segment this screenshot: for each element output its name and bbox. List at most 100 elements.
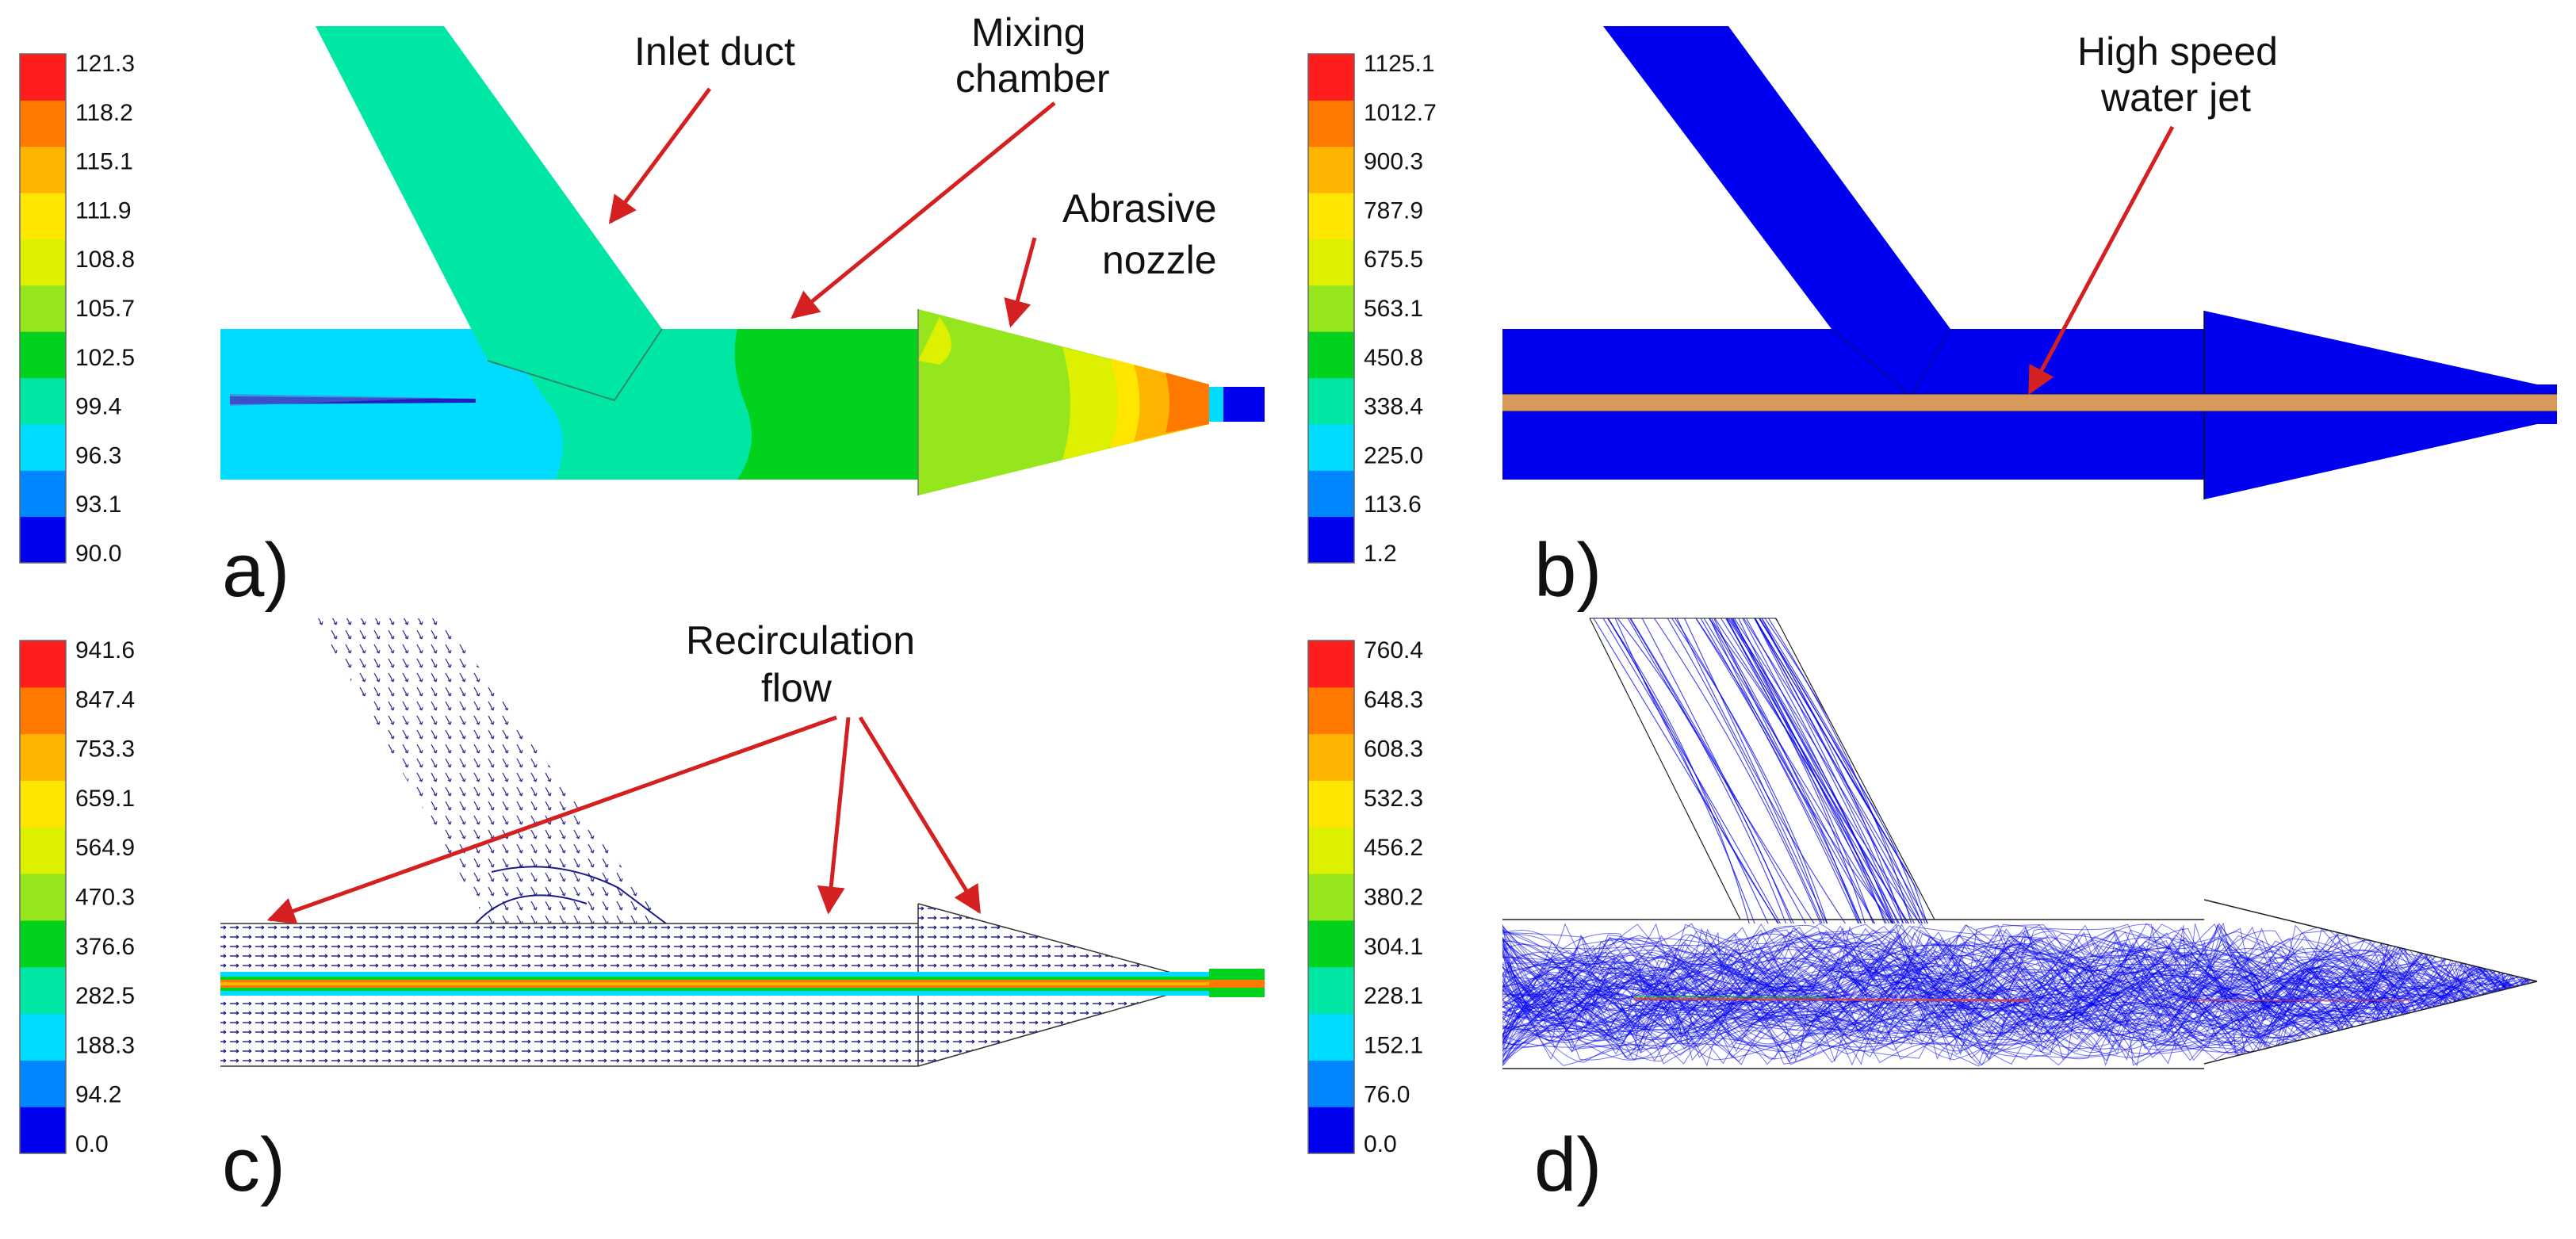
colorbar-tick-label: 648.3 — [1364, 686, 1423, 713]
colorbar-swatch — [1308, 1013, 1354, 1061]
colorbar-tick-label: 90.0 — [75, 541, 121, 567]
colorbar-swatch — [20, 239, 66, 286]
colorbar-swatch — [1308, 641, 1354, 688]
inlet-duct-label: Inlet duct — [634, 29, 795, 74]
panel-d: 760.4648.3608.3532.3456.2380.2304.1228.1… — [1307, 618, 2538, 1207]
geometry-c — [220, 618, 1265, 1067]
panel-label-d: d) — [1534, 1122, 1602, 1207]
colorbar-swatch — [20, 146, 66, 193]
colorbar-swatch — [20, 641, 66, 688]
colorbar-swatch — [1308, 1060, 1354, 1107]
colorbar-tick-label: 376.6 — [75, 934, 135, 960]
colorbar-swatch — [20, 827, 66, 874]
colorbar-swatch — [1308, 516, 1354, 564]
colorbar-tick-label: 608.3 — [1364, 736, 1423, 763]
colorbar-a: 121.3118.2115.1111.9108.8105.7102.599.49… — [19, 51, 135, 567]
colorbar-tick-label: 338.4 — [1364, 394, 1423, 420]
panel-c: 941.6847.4753.3659.1564.9470.3376.6282.5… — [19, 618, 1265, 1207]
mixing-label-2: chamber — [955, 56, 1110, 101]
colorbar-tick-label: 99.4 — [75, 394, 121, 420]
colorbar-swatch — [1308, 285, 1354, 332]
abrasive-label-1: Abrasive — [1062, 186, 1217, 231]
colorbar-tick-label: 456.2 — [1364, 835, 1423, 861]
colorbar-d: 760.4648.3608.3532.3456.2380.2304.1228.1… — [1307, 637, 1423, 1157]
colorbar-swatch — [20, 874, 66, 921]
jet-label-2: water jet — [2100, 75, 2251, 120]
annotation-jet: High speed water jet — [2027, 29, 2278, 396]
colorbar-tick-label: 470.3 — [75, 885, 135, 911]
colorbar-swatch — [20, 516, 66, 564]
colorbar-swatch — [1308, 874, 1354, 921]
colorbar-tick-label: 563.1 — [1364, 296, 1423, 322]
colorbar-tick-label: 1125.1 — [1364, 51, 1435, 77]
annotation-mixing: Mixing chamber — [790, 10, 1110, 319]
colorbar-tick-label: 113.6 — [1364, 491, 1422, 518]
colorbar-tick-label: 93.1 — [75, 491, 121, 518]
colorbar-swatch — [1308, 1107, 1354, 1154]
colorbar-swatch — [1308, 239, 1354, 286]
colorbar-swatch — [1308, 780, 1354, 828]
colorbar-tick-label: 152.1 — [1364, 1032, 1423, 1058]
colorbar-tick-label: 225.0 — [1364, 442, 1423, 468]
geometry-a — [220, 26, 1265, 495]
annotation-abrasive: Abrasive nozzle — [1004, 186, 1217, 328]
colorbar-tick-label: 96.3 — [75, 442, 121, 468]
colorbar-swatch — [1308, 733, 1354, 781]
colorbar-tick-label: 304.1 — [1364, 934, 1423, 960]
colorbar-tick-label: 380.2 — [1364, 885, 1423, 911]
colorbar-swatch — [1308, 146, 1354, 193]
colorbar-tick-label: 753.3 — [75, 736, 135, 763]
colorbar-tick-label: 94.2 — [75, 1082, 121, 1108]
colorbar-tick-label: 111.9 — [75, 197, 132, 224]
colorbar-swatch — [1308, 470, 1354, 518]
colorbar-swatch — [20, 54, 66, 101]
mixing-label-1: Mixing — [971, 10, 1085, 55]
colorbar-tick-label: 118.2 — [75, 100, 133, 126]
panel-label-b: b) — [1534, 528, 1602, 613]
jet-label-1: High speed — [2077, 29, 2278, 74]
colorbar-tick-label: 121.3 — [75, 51, 135, 77]
colorbar-tick-label: 0.0 — [75, 1131, 109, 1157]
colorbar-tick-label: 76.0 — [1364, 1082, 1410, 1108]
colorbar-tick-label: 1012.7 — [1364, 100, 1437, 126]
colorbar-swatch — [1308, 54, 1354, 101]
panel-label-c: c) — [222, 1122, 285, 1207]
colorbar-swatch — [20, 966, 66, 1015]
colorbar-swatch — [1308, 686, 1354, 735]
colorbar-swatch — [20, 193, 66, 239]
annotation-inlet: Inlet duct — [608, 29, 795, 224]
colorbar-c: 941.6847.4753.3659.1564.9470.3376.6282.5… — [19, 637, 135, 1157]
colorbar-swatch — [20, 733, 66, 781]
colorbar-tick-label: 450.8 — [1364, 345, 1423, 371]
panel-b: 1125.11012.7900.3787.9675.5563.1450.8338… — [1307, 26, 2557, 613]
geometry-d — [1502, 618, 2538, 1069]
colorbar-swatch — [20, 1013, 66, 1061]
colorbar-swatch — [1308, 920, 1354, 968]
colorbar-swatch — [20, 331, 66, 379]
colorbar-swatch — [1308, 100, 1354, 147]
panel-a: 121.3118.2115.1111.9108.8105.7102.599.49… — [19, 10, 1265, 613]
colorbar-swatch — [20, 780, 66, 828]
colorbar-tick-label: 900.3 — [1364, 149, 1423, 175]
colorbar-swatch — [20, 1107, 66, 1154]
colorbar-swatch — [20, 285, 66, 332]
colorbar-tick-label: 0.0 — [1364, 1131, 1397, 1157]
colorbar-swatch — [20, 100, 66, 147]
colorbar-tick-label: 760.4 — [1364, 637, 1423, 663]
colorbar-swatch — [20, 470, 66, 518]
colorbar-tick-label: 102.5 — [75, 345, 135, 371]
colorbar-swatch — [20, 686, 66, 735]
colorbar-tick-label: 564.9 — [75, 835, 135, 861]
colorbar-tick-label: 188.3 — [75, 1032, 135, 1058]
colorbar-tick-label: 787.9 — [1364, 197, 1423, 224]
colorbar-swatch — [1308, 193, 1354, 239]
geometry-b — [1502, 26, 2557, 499]
colorbar-swatch — [1308, 331, 1354, 379]
colorbar-tick-label: 1.2 — [1364, 541, 1397, 567]
colorbar-tick-label: 659.1 — [75, 786, 135, 812]
colorbar-tick-label: 228.1 — [1364, 983, 1423, 1009]
colorbar-tick-label: 847.4 — [75, 686, 135, 713]
annotation-recirculation: Recirculation flow — [266, 618, 982, 924]
colorbar-b: 1125.11012.7900.3787.9675.5563.1450.8338… — [1307, 51, 1437, 567]
